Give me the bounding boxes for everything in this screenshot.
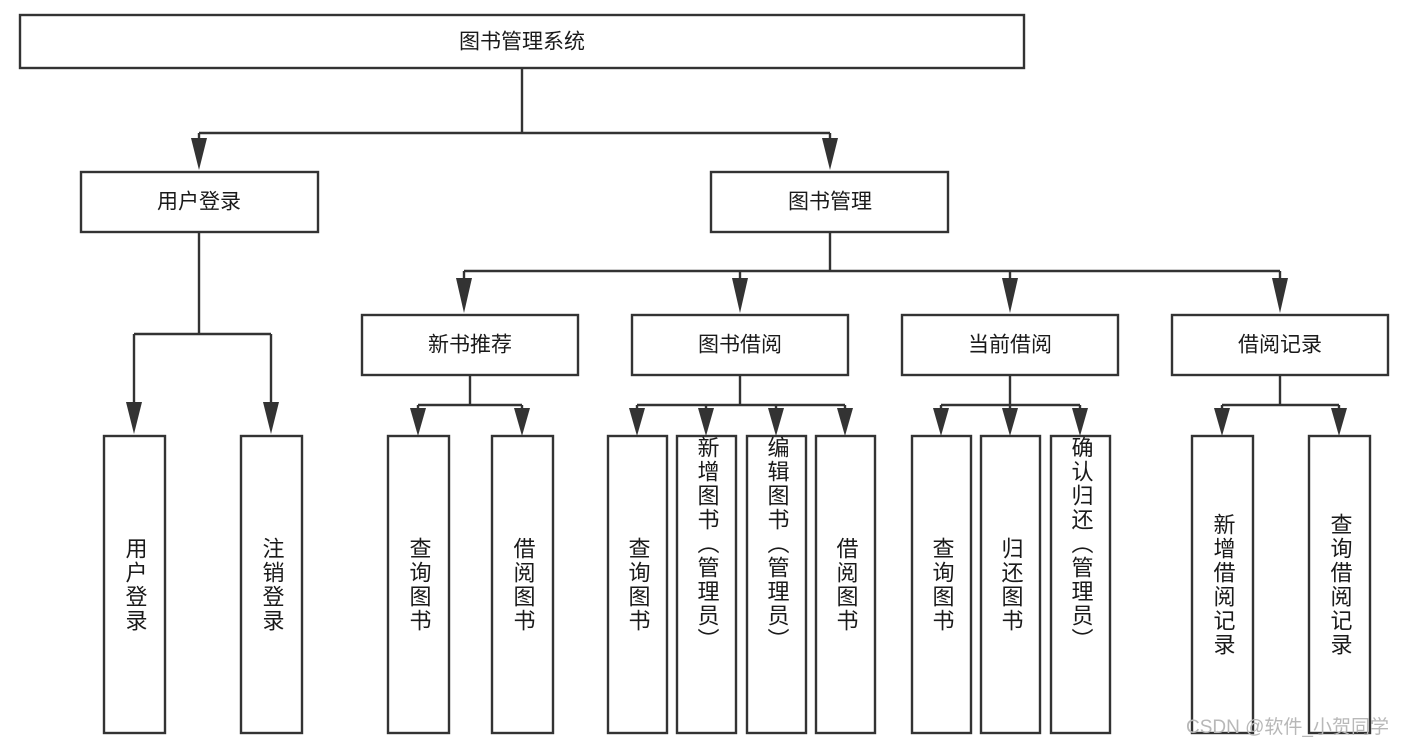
node-book-borrow-label: 图书借阅 [698, 334, 782, 357]
leaf-br-add-record-box[interactable] [1190, 434, 1255, 735]
arrowhead-leaf-user-login [126, 402, 142, 434]
arrowhead-nb-leaf-1 [410, 408, 426, 436]
node-new-book-recommend-label: 新书推荐 [428, 334, 512, 357]
node-new-book-recommend-box[interactable] [360, 313, 580, 377]
node-root-label: 图书管理系统 [459, 31, 585, 54]
leaf-nb-borrow-book-box[interactable] [490, 434, 555, 735]
arrowhead-bookmgmt [822, 138, 838, 170]
leaf-cb-query-book-box[interactable] [910, 434, 973, 735]
leaf-cb-confirm-return-box[interactable] [1049, 434, 1112, 735]
node-root-box[interactable] [18, 13, 1026, 70]
leaf-cb-return-book-box[interactable] [979, 434, 1042, 735]
leaf-bb-borrow-book-box[interactable] [814, 434, 877, 735]
leaf-bb-query-book-box[interactable] [606, 434, 669, 735]
node-borrow-records-box[interactable] [1170, 313, 1390, 377]
arrowhead-new-book-rec [456, 278, 472, 313]
node-current-borrow-box[interactable] [900, 313, 1120, 377]
leaf-bb-add-book-box[interactable] [675, 434, 738, 735]
arrowhead-borrow-records [1272, 278, 1288, 313]
node-book-management-label: 图书管理 [788, 191, 872, 214]
arrowhead-leaf-logout [263, 402, 279, 434]
leaf-logout-box[interactable] [239, 434, 304, 735]
arrowhead-cb-leaf-2 [1002, 408, 1018, 436]
arrowhead-bb-leaf-3 [768, 408, 784, 436]
leaf-user-login-box[interactable] [102, 434, 167, 735]
arrowhead-br-leaf-1 [1214, 408, 1230, 436]
leaf-nb-query-book-box[interactable] [386, 434, 451, 735]
leaf-bb-edit-book-box[interactable] [745, 434, 808, 735]
node-book-borrow-box[interactable] [630, 313, 850, 377]
leaf-br-query-record-box[interactable] [1307, 434, 1372, 735]
arrowhead-book-borrow [732, 278, 748, 313]
arrowhead-current-borrow [1002, 278, 1018, 313]
arrowhead-bb-leaf-2 [698, 408, 714, 436]
arrowhead-bb-leaf-4 [837, 408, 853, 436]
arrowhead-cb-leaf-1 [933, 408, 949, 436]
node-user-login-label: 用户登录 [157, 191, 241, 214]
node-current-borrow-label: 当前借阅 [968, 334, 1052, 357]
node-borrow-records-label: 借阅记录 [1238, 334, 1322, 357]
arrowhead-cb-leaf-3 [1072, 408, 1088, 436]
arrowhead-br-leaf-2 [1331, 408, 1347, 436]
arrowhead-nb-leaf-2 [514, 408, 530, 436]
arrowhead-userlogin [191, 138, 207, 170]
arrowhead-bb-leaf-1 [629, 408, 645, 436]
node-book-management-box[interactable] [709, 170, 950, 234]
